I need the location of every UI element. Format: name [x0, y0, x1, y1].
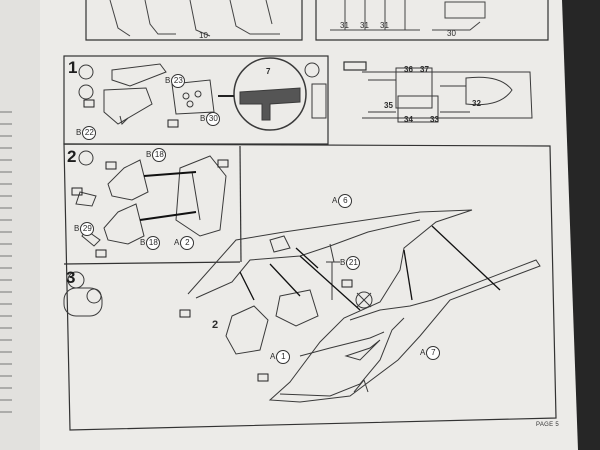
top-sprue-parts: [109, 0, 486, 37]
inset-label-7: 7: [266, 67, 271, 76]
step2-parts: [63, 150, 227, 317]
step1-sprue: [362, 67, 533, 123]
sprue-32: 32: [472, 99, 481, 108]
sprue-number-10: 10: [199, 31, 208, 40]
top-sprue-frames: [85, 0, 549, 41]
page-sheet: [0, 0, 578, 450]
step-2-number: 2: [67, 147, 77, 166]
step3-guide-lines: [239, 225, 501, 311]
sprue-number-31c: 31: [380, 21, 389, 30]
page-number: PAGE 5: [536, 422, 560, 428]
step-frames: [63, 55, 557, 431]
sprue-35: 35: [384, 101, 393, 110]
step-3-number: 3: [66, 268, 76, 287]
sprue-number-30: 30: [447, 29, 456, 38]
step1-parts: [78, 57, 327, 131]
sprue-36: 36: [404, 65, 413, 74]
tab-icons: [71, 99, 353, 382]
step3-fuselage: [67, 209, 541, 403]
sprue-number-31b: 31: [360, 21, 369, 30]
step2-arrows: [139, 171, 197, 221]
step-1-number: 1: [68, 58, 78, 77]
sprue-37: 37: [420, 65, 429, 74]
sprue-33: 33: [430, 115, 439, 124]
assembly-label-2: 2: [212, 319, 219, 331]
sprue-number-31a: 31: [340, 21, 349, 30]
sprue-34: 34: [404, 115, 413, 124]
binding-holes: [0, 111, 12, 413]
